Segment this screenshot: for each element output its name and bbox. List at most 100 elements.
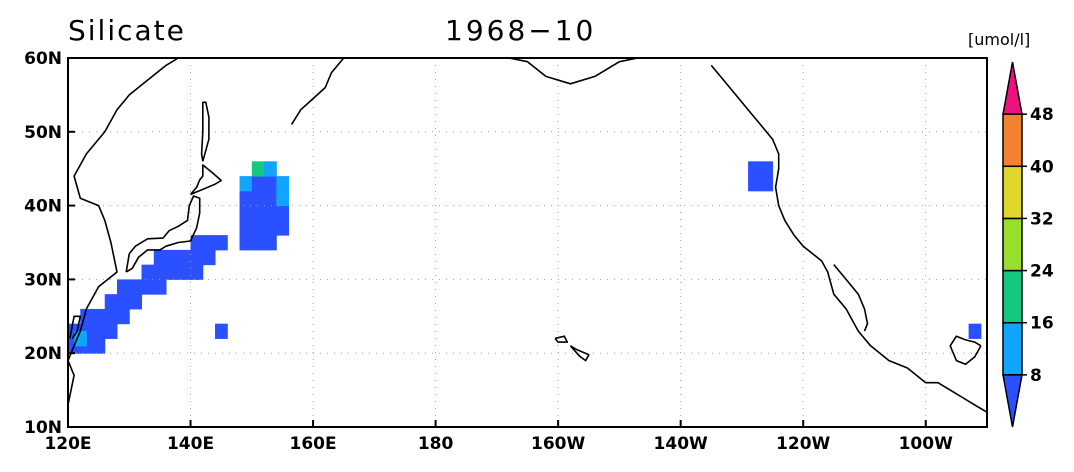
data-cell <box>178 264 192 280</box>
colorbar-segment <box>1002 113 1023 168</box>
data-cell <box>215 323 228 339</box>
data-cell <box>251 176 265 192</box>
data-cell <box>129 279 143 295</box>
colorbar-segment <box>1002 269 1023 324</box>
data-cell <box>74 331 87 347</box>
lon-tick-label: 120E <box>44 434 91 454</box>
data-cell <box>117 308 130 325</box>
colorbar-segment <box>1002 165 1023 220</box>
map-frame <box>67 57 988 428</box>
data-cell <box>141 279 155 295</box>
colorbar-tick-label: 48 <box>1030 105 1054 125</box>
data-cell <box>251 161 265 177</box>
data-cell <box>153 249 167 266</box>
colorbar-segment <box>1002 321 1023 376</box>
lon-tick-label: 140E <box>167 434 214 454</box>
data-cell <box>251 220 265 236</box>
data-cell <box>264 235 277 251</box>
map-title-date: 1968−10 <box>445 14 597 47</box>
data-cell <box>968 323 982 339</box>
colorbar-segment <box>1002 217 1023 272</box>
data-cell <box>153 264 167 280</box>
data-cell <box>190 264 204 280</box>
data-cell <box>104 308 118 325</box>
coastline <box>189 164 222 196</box>
coastlines <box>67 57 988 413</box>
colorbar-segment <box>1002 374 1023 428</box>
data-cell <box>264 176 277 192</box>
lat-tick-label: 30N <box>24 270 62 290</box>
data-cell <box>276 220 290 236</box>
data-cell <box>190 249 204 266</box>
data-cell <box>117 279 130 295</box>
data-cell <box>239 176 253 192</box>
colorbar-tick-label: 24 <box>1030 262 1054 282</box>
data-cell <box>117 294 130 310</box>
coastline <box>569 345 590 362</box>
data-cell <box>153 279 167 295</box>
lat-tick-label: 40N <box>24 197 62 217</box>
coastline <box>710 64 988 413</box>
data-cell <box>178 249 192 266</box>
axis-ticks: 120E 140E 160E 180 160W 140W 120W 100W 10N 20N 30N… <box>24 49 953 454</box>
colorbar-unit-label: [umol/l] <box>968 30 1031 49</box>
data-cell <box>760 176 774 192</box>
coastline <box>67 57 179 406</box>
lon-tick-label: 160E <box>290 434 337 454</box>
colorbar-segment <box>1002 61 1023 115</box>
data-cell <box>276 205 290 221</box>
data-cell <box>215 235 228 251</box>
data-cell <box>251 235 265 251</box>
data-cells <box>68 161 982 354</box>
lat-tick-label: 60N <box>24 49 62 69</box>
data-cell <box>92 308 106 325</box>
data-cell <box>166 264 179 280</box>
coastline <box>508 57 638 85</box>
data-cell <box>276 190 290 207</box>
data-cell <box>104 323 118 339</box>
coastline <box>554 335 569 343</box>
data-cell <box>202 235 216 251</box>
data-cell <box>251 205 265 221</box>
map-title-variable: Silicate <box>68 14 186 47</box>
data-cell <box>251 190 265 207</box>
coastline <box>833 264 869 332</box>
data-cell <box>748 176 761 192</box>
data-cell <box>92 338 106 354</box>
lon-tick-label: 140W <box>654 434 708 454</box>
lon-tick-label: 160W <box>531 434 585 454</box>
lat-tick-label: 50N <box>24 123 62 143</box>
coastline <box>69 315 82 339</box>
colorbar-tick-label: 16 <box>1030 314 1054 334</box>
data-cell <box>92 323 106 339</box>
coastline <box>290 57 345 125</box>
lon-tick-label: 180 <box>418 434 454 454</box>
lon-tick-label: 100W <box>899 434 953 454</box>
data-cell <box>202 249 216 266</box>
data-cell <box>141 264 155 280</box>
lat-tick-label: 10N <box>24 418 62 438</box>
colorbar-tick-label: 8 <box>1030 366 1042 386</box>
data-cell <box>276 176 290 192</box>
data-cell <box>264 220 277 236</box>
data-cell <box>129 294 143 310</box>
data-cell <box>239 205 253 221</box>
data-cell <box>264 205 277 221</box>
data-cell <box>760 161 774 177</box>
data-cell <box>239 235 253 251</box>
colorbar-tick-label: 32 <box>1030 209 1054 229</box>
colorbar: 8 16 24 32 40 48 <box>1002 61 1054 428</box>
coastline <box>200 101 210 162</box>
lon-tick-label: 120W <box>776 434 830 454</box>
coastline <box>125 195 201 273</box>
data-cell <box>239 220 253 236</box>
lat-tick-label: 20N <box>24 344 62 364</box>
data-cell <box>190 235 204 251</box>
coastline <box>949 335 982 366</box>
data-cell <box>239 190 253 207</box>
data-cell <box>264 161 277 177</box>
data-cell <box>748 161 761 177</box>
data-cell <box>264 190 277 207</box>
colorbar-tick-label: 40 <box>1030 157 1054 177</box>
